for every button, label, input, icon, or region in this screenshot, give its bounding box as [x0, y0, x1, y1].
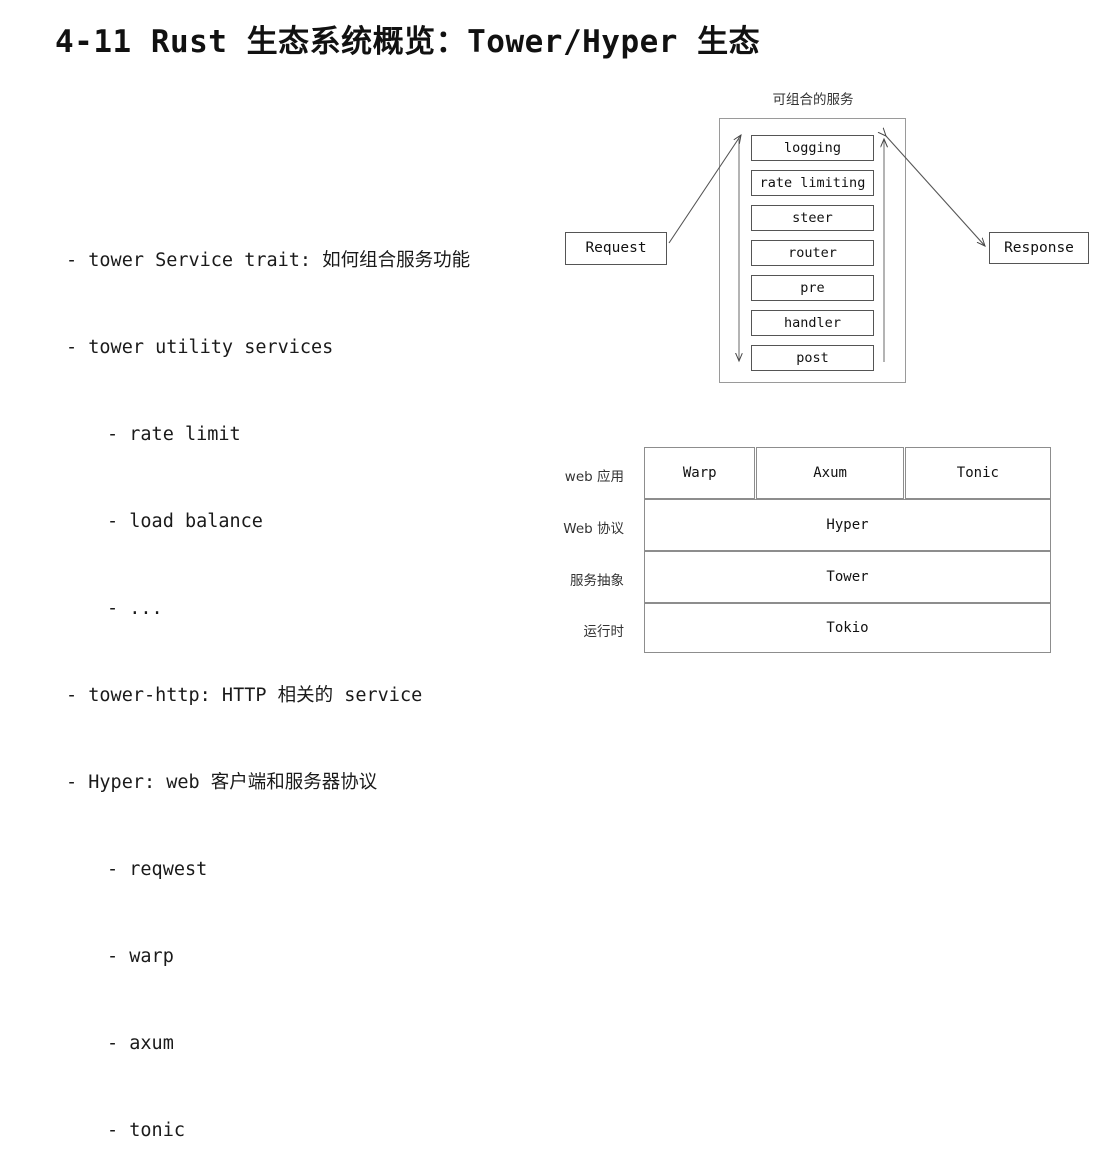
- pipeline-stage-post: post: [751, 345, 874, 371]
- list-item: - ...: [107, 598, 163, 619]
- pipeline-container: logging rate limiting steer router pre h…: [719, 118, 906, 383]
- list-item: - tower Service trait: 如何组合服务功能: [66, 250, 471, 271]
- list-item: - warp: [107, 946, 174, 967]
- composable-services-caption: 可组合的服务: [772, 92, 854, 108]
- list-item: - tower-http: HTTP 相关的 service: [66, 685, 423, 706]
- table-row: Hyper: [644, 499, 1051, 551]
- stack-label-runtime: 运行时: [583, 624, 625, 640]
- stack-label-service-abstraction: 服务抽象: [570, 573, 624, 589]
- table-row: Warp Axum Tonic: [644, 447, 1051, 499]
- stack-cell-tokio: Tokio: [826, 620, 869, 636]
- response-box: Response: [989, 232, 1089, 264]
- request-box: Request: [565, 232, 667, 265]
- list-item: - load balance: [107, 511, 263, 532]
- pipeline-stage-logging: logging: [751, 135, 874, 161]
- stack-cell-warp: Warp: [644, 447, 756, 499]
- pipeline-stage-steer: steer: [751, 205, 874, 231]
- stack-label-web-protocol: Web 协议: [563, 521, 624, 537]
- table-row: Tokio: [644, 603, 1051, 653]
- pipeline-stage-router: router: [751, 240, 874, 266]
- stack-cell-tower: Tower: [826, 569, 869, 585]
- page-title: 4-11 Rust 生态系统概览：Tower/Hyper 生态: [55, 24, 761, 60]
- stack-cell-tonic: Tonic: [904, 447, 1051, 499]
- stack-label-web-app: web 应用: [564, 469, 624, 485]
- pipeline-stage-pre: pre: [751, 275, 874, 301]
- stack-cell-hyper: Hyper: [826, 517, 869, 533]
- pipeline-stage-handler: handler: [751, 310, 874, 336]
- stack-table: Warp Axum Tonic Hyper Tower Tokio: [644, 447, 1051, 653]
- list-item: - tonic: [107, 1120, 185, 1141]
- stack-cell-axum: Axum: [756, 447, 904, 499]
- list-item: - rate limit: [107, 424, 241, 445]
- table-row: Tower: [644, 551, 1051, 603]
- list-item: - tower utility services: [66, 337, 334, 358]
- list-item: - axum: [107, 1033, 174, 1054]
- bullet-list: - tower Service trait: 如何组合服务功能 - tower …: [66, 188, 470, 1174]
- list-item: - Hyper: web 客户端和服务器协议: [66, 772, 378, 793]
- pipeline-stage-rate-limiting: rate limiting: [751, 170, 874, 196]
- list-item: - reqwest: [107, 859, 208, 880]
